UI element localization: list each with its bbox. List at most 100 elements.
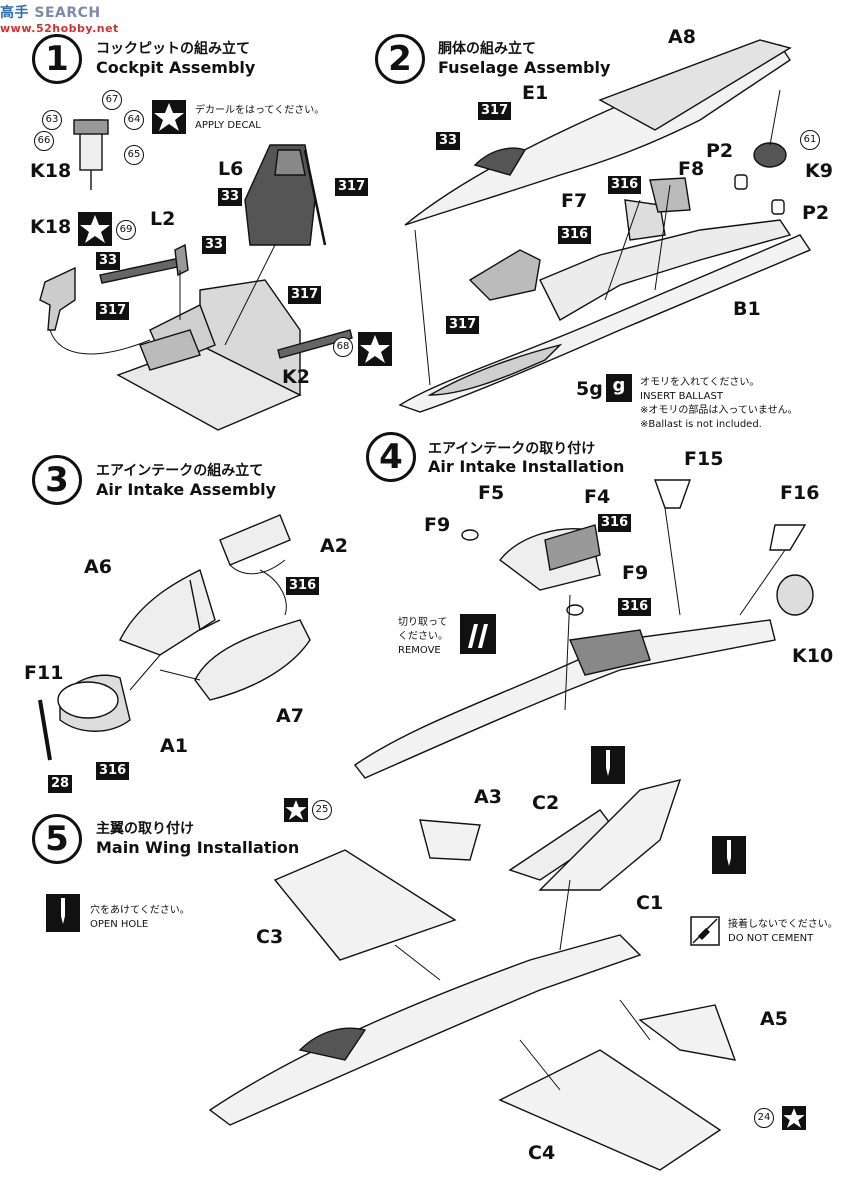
upper-fuselage-drawing [404, 39, 792, 226]
label-a6: A6 [84, 556, 112, 578]
fuselage-s5-drawing [208, 934, 642, 1126]
label-k18-top: K18 [30, 160, 72, 182]
paint-316-s3a: 316 [286, 577, 320, 595]
watermark-text: SEARCH [34, 5, 101, 21]
label-a7: A7 [276, 705, 304, 727]
paint-317-b: 317 [96, 302, 130, 320]
seat-s2-drawing [468, 249, 541, 301]
paint-317-a: 317 [335, 178, 369, 196]
wing-c3-drawing [273, 849, 457, 961]
hole-note-en: OPEN HOLE [90, 919, 149, 930]
decal-69: 69 [116, 220, 136, 240]
remove-icon [460, 614, 496, 654]
step-1-number: 1 [32, 34, 82, 84]
label-f11: F11 [24, 662, 64, 684]
label-k9: K9 [805, 160, 833, 182]
decal-64: 64 [124, 110, 144, 130]
cockpit-tub-drawing [116, 279, 302, 431]
paint-33-b: 33 [202, 236, 227, 254]
label-f9-right: F9 [622, 562, 649, 584]
label-f15: F15 [684, 448, 724, 470]
label-f16: F16 [780, 482, 820, 504]
step-3-number: 3 [32, 455, 82, 505]
hole-note-jp: 穴をあけてください。 [90, 905, 190, 916]
paint-316-s3b: 316 [96, 762, 130, 780]
step-3-title-en: Air Intake Assembly [96, 480, 277, 499]
watermark-logo: 高手 [0, 5, 29, 21]
ballast-weight: 5g [576, 378, 603, 400]
ejection-seat-drawing [244, 144, 327, 246]
remove-note-jp-2: ください。 [398, 631, 448, 642]
intake-a6-drawing [119, 569, 221, 656]
step-1-title-en: Cockpit Assembly [96, 58, 256, 77]
label-k10: K10 [792, 645, 834, 667]
step-1-title-jp: コックピットの組み立て [96, 41, 250, 57]
decal-61: 61 [800, 130, 820, 150]
decal-66: 66 [34, 131, 54, 151]
label-p2-right: P2 [802, 202, 830, 224]
ballast-not-included-en: ※Ballast is not included. [640, 419, 762, 430]
label-f8: F8 [678, 158, 705, 180]
remove-note-jp-1: 切り取って [398, 617, 448, 628]
tailplane-a3-drawing [419, 819, 481, 861]
open-hole-icon [46, 894, 80, 932]
ballast-note-jp: オモリを入れてください。 [640, 377, 760, 388]
step-5-title-jp: 主翼の取り付け [96, 821, 194, 837]
paint-316-s4b: 316 [618, 598, 652, 616]
tailplane-a5-drawing [638, 1004, 737, 1061]
paint-28: 28 [48, 775, 73, 793]
remove-note-en: REMOVE [398, 645, 441, 656]
label-a5: A5 [760, 1008, 788, 1030]
label-c4: C4 [528, 1142, 556, 1164]
label-a1: A1 [160, 735, 188, 757]
paint-33-s2: 33 [436, 132, 461, 150]
paint-317-s2a: 317 [478, 102, 512, 120]
paint-316-s2a: 316 [608, 176, 642, 194]
instrument-panel-drawing [73, 119, 109, 190]
ballast-note-en: INSERT BALLAST [640, 391, 723, 402]
label-e1: E1 [522, 82, 549, 104]
decal-65: 65 [124, 145, 144, 165]
label-l6: L6 [218, 158, 244, 180]
label-c1: C1 [636, 892, 664, 914]
step-5-number: 5 [32, 814, 82, 864]
no-cement-note-jp: 接着しないでください。 [728, 919, 838, 930]
no-cement-note-en: DO NOT CEMENT [728, 933, 814, 944]
decal-note-en: APPLY DECAL [195, 120, 261, 131]
paint-317-c: 317 [288, 286, 322, 304]
fin-c1c2-drawing [508, 779, 682, 891]
label-f7: F7 [561, 190, 588, 212]
decal-star-icon [152, 100, 186, 134]
do-not-cement-icon [690, 916, 720, 946]
intake-assembly-drawing [499, 524, 601, 591]
intake-a7-drawing [194, 619, 311, 701]
label-f5: F5 [478, 482, 505, 504]
label-a8: A8 [668, 26, 696, 48]
label-f9-left: F9 [424, 514, 451, 536]
side-console-strips [99, 243, 353, 359]
step-4-title-jp: エアインテークの取り付け [428, 441, 596, 457]
decal-67: 67 [102, 90, 122, 110]
paint-317-s2b: 317 [446, 316, 480, 334]
decal-star-icon [782, 1106, 806, 1130]
paint-33-c: 33 [96, 252, 121, 270]
watermark: 高手 SEARCH www.52hobby.net [0, 2, 119, 35]
watermark-site: www.52hobby.net [0, 22, 119, 35]
decal-25: 25 [312, 800, 332, 820]
step-2-number: 2 [375, 34, 425, 84]
step-2-title-jp: 胴体の組み立て [438, 41, 536, 57]
decal-24: 24 [754, 1108, 774, 1128]
decal-star-icon [78, 212, 112, 246]
step-2-title-en: Fuselage Assembly [438, 58, 611, 77]
step-4-number: 4 [366, 432, 416, 482]
decal-star-icon [358, 332, 392, 366]
label-a3: A3 [474, 786, 502, 808]
label-k2: K2 [282, 366, 310, 388]
label-f4: F4 [584, 486, 611, 508]
label-l2: L2 [150, 208, 176, 230]
fuselage-s4-drawing [353, 619, 776, 779]
step-4-title-en: Air Intake Installation [428, 457, 625, 476]
decal-68: 68 [333, 337, 353, 357]
label-c3: C3 [256, 926, 284, 948]
